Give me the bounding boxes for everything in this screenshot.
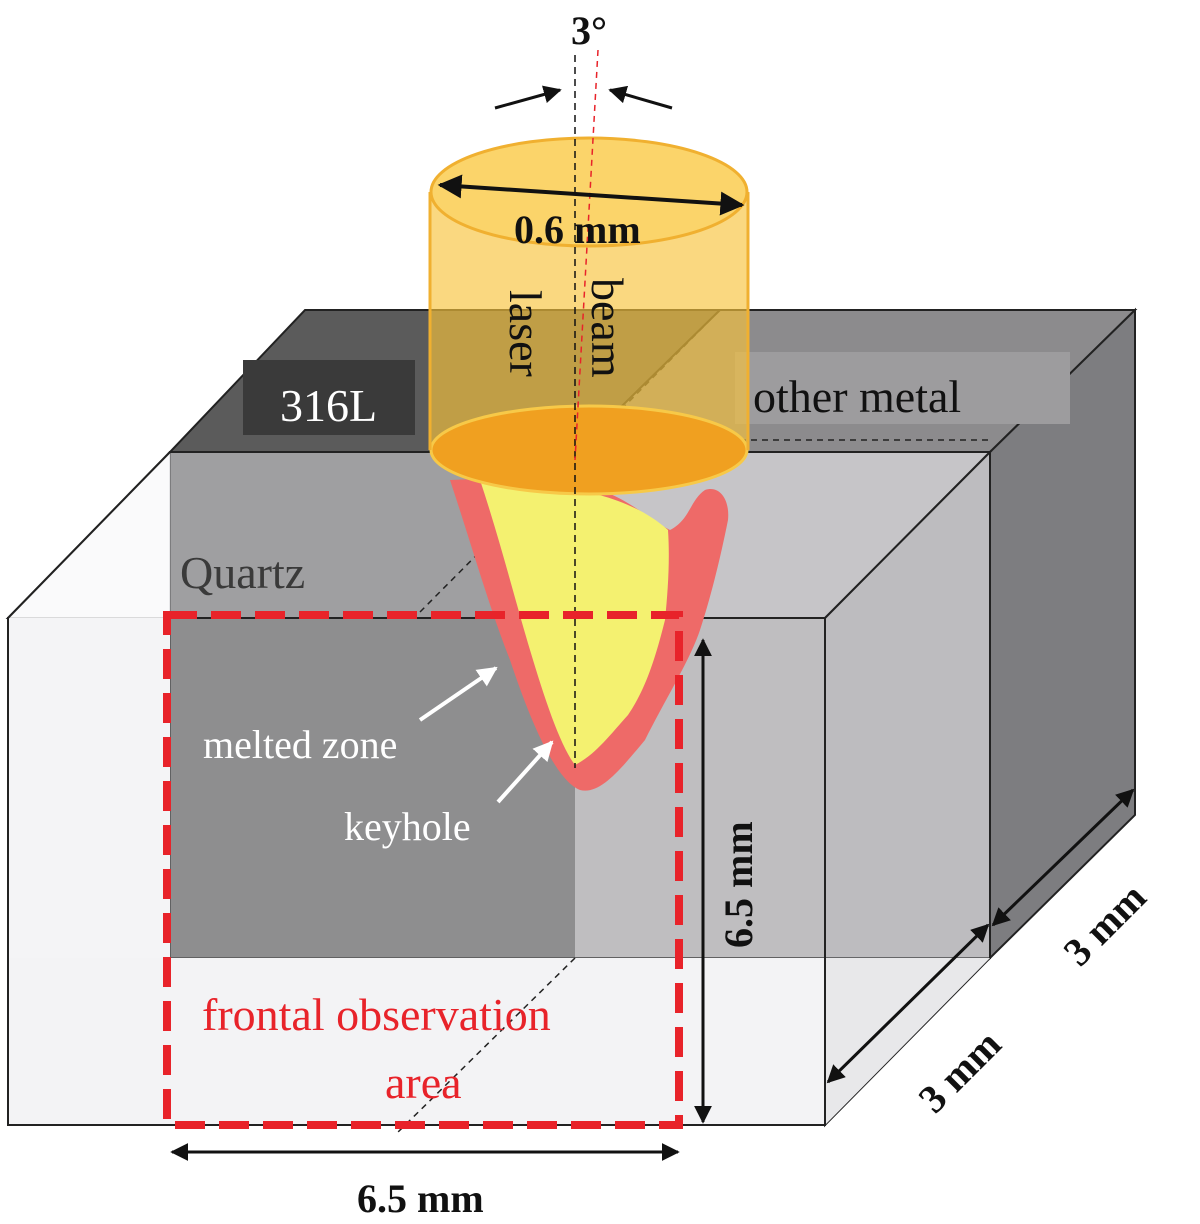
quartz-label: Quartz: [180, 547, 305, 598]
frontal-observation-label-line2: area: [385, 1057, 462, 1108]
right-metal-banner: [735, 352, 1070, 424]
frontal-observation-label-line1: frontal observation: [202, 989, 551, 1040]
melted-zone-arrow: [418, 666, 498, 722]
depth-back-label: 3 mm: [1055, 874, 1155, 974]
width-dimension-label: 6.5 mm: [357, 1176, 484, 1221]
height-dimension-label: 6.5 mm: [716, 821, 761, 948]
keyhole-label: keyhole: [344, 804, 471, 849]
angle-arrow-left: [494, 85, 562, 110]
tilted-axis: [574, 49, 599, 461]
melted-zone-label: melted zone: [203, 722, 397, 767]
beam-label: beam: [582, 278, 633, 378]
beam-diameter-label: 0.6 mm: [514, 207, 641, 252]
laser-spot: [429, 404, 749, 496]
angle-label: 3°: [571, 8, 607, 53]
depth-front-arrow: [826, 923, 990, 1084]
laser-label: laser: [500, 290, 551, 377]
left-metal-banner: [243, 360, 415, 435]
beam-diameter-arrow: [437, 174, 745, 216]
angle-arrow-right: [608, 85, 673, 110]
left-metal-label: 316L: [280, 380, 377, 431]
keyhole-arrow: [496, 740, 554, 804]
depth-front-label: 3 mm: [910, 1021, 1010, 1121]
depth-back-arrow: [991, 788, 1135, 927]
right-metal-label: other metal: [753, 371, 961, 422]
frontal-observation-area: [163, 611, 683, 1129]
